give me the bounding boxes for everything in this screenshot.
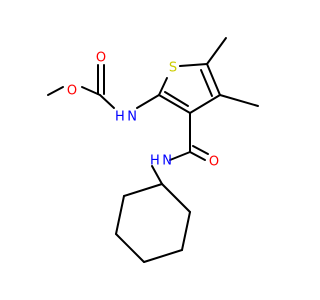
bond-cy3-cy4 bbox=[143, 249, 183, 263]
bond-cy4-cy5 bbox=[115, 233, 145, 263]
bond-c5-methyl bbox=[206, 37, 227, 65]
bond-methyl-omethoxy bbox=[47, 86, 64, 96]
bond-ccarb-nh bbox=[99, 94, 115, 109]
bond-c5-c4-1 bbox=[206, 63, 221, 96]
bond-layer bbox=[47, 37, 259, 263]
bond-c3-c2-2 bbox=[164, 91, 189, 107]
bond-c4-c3 bbox=[189, 94, 221, 114]
atom-nh-carbamate: H N bbox=[115, 110, 137, 125]
atom-nh-amide: H N bbox=[150, 154, 172, 169]
atom-o-carbonyl: O bbox=[96, 51, 106, 66]
bond-camide-oamide-2 bbox=[192, 145, 209, 155]
molecule-structure: O O H N S H N O bbox=[47, 37, 259, 263]
bond-nh-cy1 bbox=[151, 165, 163, 185]
bond-cy2-cy3 bbox=[181, 211, 191, 251]
bond-c5-c4-2 bbox=[200, 69, 213, 97]
bond-s-c5 bbox=[179, 63, 208, 67]
bond-c2-s bbox=[158, 77, 168, 96]
atom-label-layer: O O H N S H N O bbox=[67, 51, 219, 170]
atom-o-methoxy: O bbox=[67, 84, 77, 99]
bond-nh-c2 bbox=[136, 94, 160, 109]
bond-c4-methyl bbox=[219, 94, 259, 107]
atom-s-ring: S bbox=[169, 61, 177, 76]
bond-cy1-cy2 bbox=[161, 183, 191, 213]
bond-camide-oamide-1 bbox=[189, 151, 206, 161]
bond-cy5-cy6 bbox=[115, 195, 125, 235]
atom-o-amide: O bbox=[209, 155, 219, 170]
bond-cy6-cy1 bbox=[123, 183, 163, 197]
bond-camide-nh bbox=[169, 151, 191, 161]
bond-c3-c2-1 bbox=[158, 94, 191, 114]
